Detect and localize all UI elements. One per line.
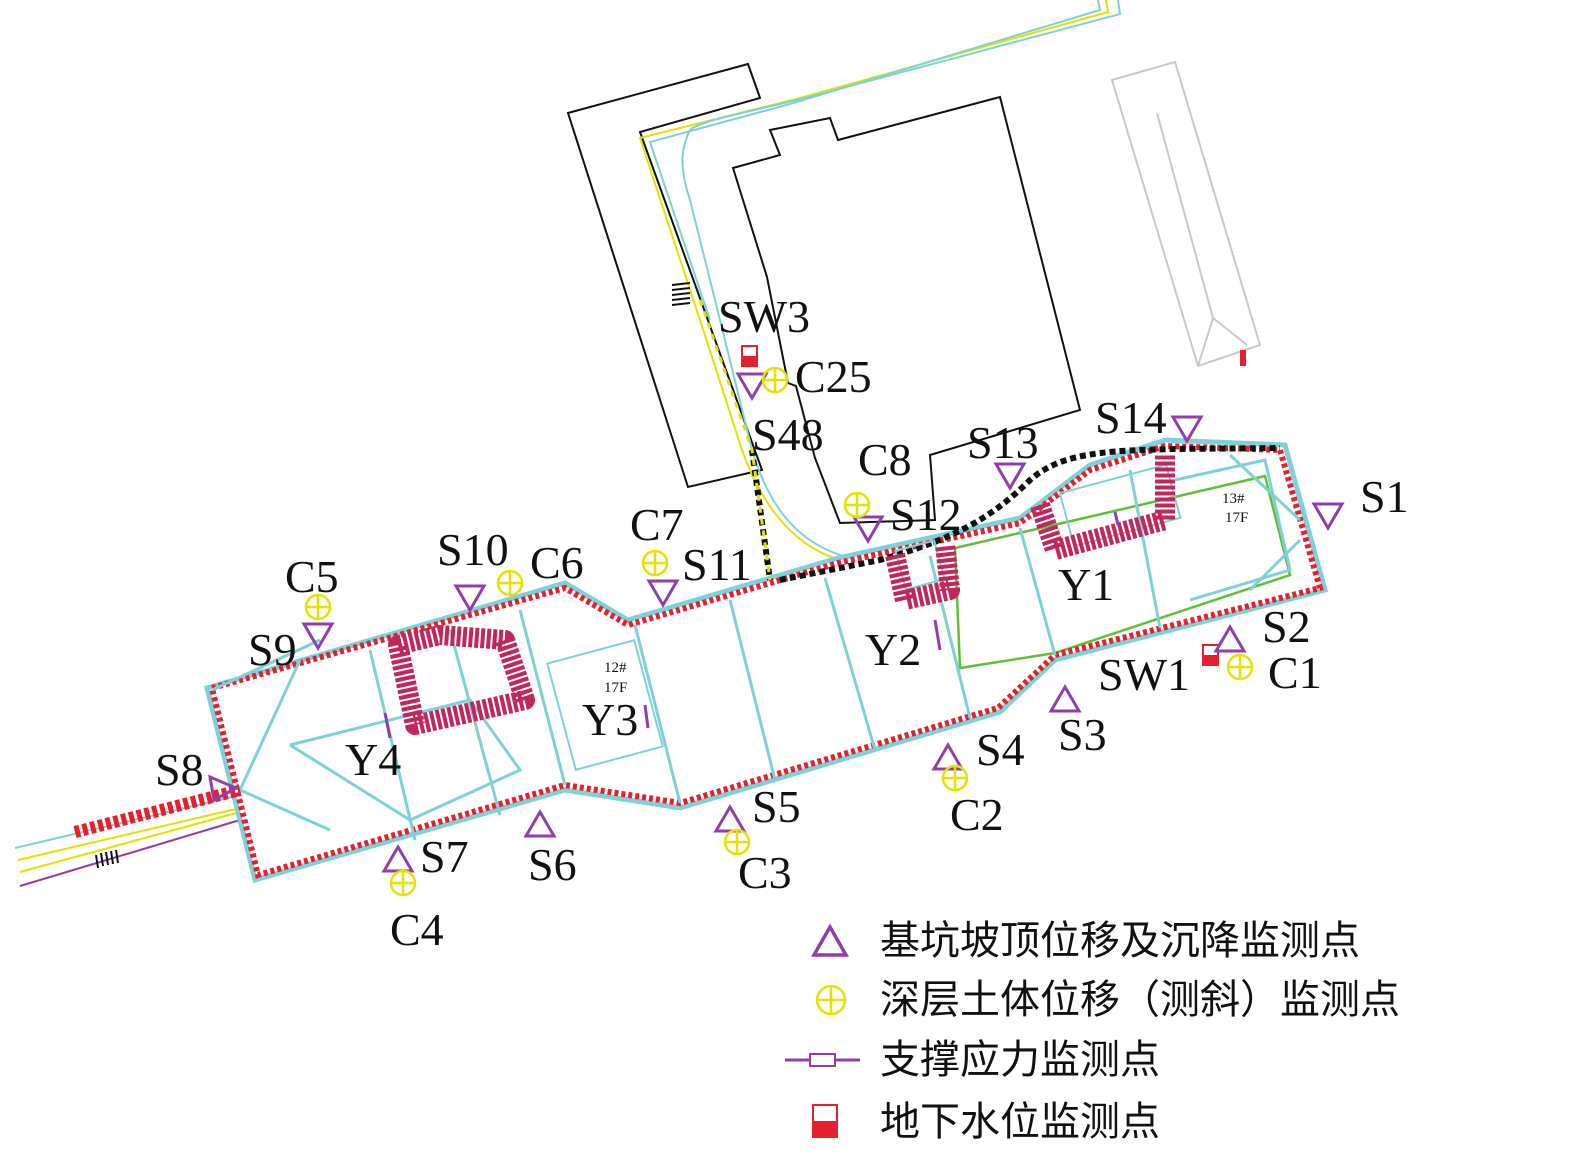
settlement-marker-s48 [736,372,768,400]
settlement-marker-s3 [1049,685,1081,713]
pile-group-y1 [1030,455,1175,560]
hatch-symbols [95,282,691,869]
access-road-north [638,0,1122,561]
settlement-marker-s12 [852,515,884,543]
settlement-marker-s7 [382,845,414,873]
label-y3: Y3 [582,694,638,745]
label-c6: C6 [530,537,584,588]
label-c25: C25 [795,351,872,402]
settlement-marker-s5 [714,805,746,833]
building-12-number: 12# [604,660,627,676]
inclinometer-marker-c8 [843,491,871,519]
label-c3: C3 [738,847,792,898]
building-13-floors: 17F [1225,510,1248,526]
legend-inclinometer-label: 深层土体位移（测斜）监测点 [880,977,1400,1023]
legend-settlement-icon [810,923,850,957]
label-s6: S6 [528,839,577,890]
settlement-marker-s11 [647,579,679,607]
label-sw1: SW1 [1098,649,1190,700]
building-notes: 13# 17F 12# 17F [604,491,1248,696]
legend-groundwater-icon [812,1104,838,1138]
settlement-marker-s2 [1214,625,1246,653]
retaining-wall [208,442,1324,879]
point-labels: S1 S2 S3 S4 S5 S6 S7 S8 S9 S10 S11 S12 S… [155,291,1409,955]
legend-strut-icon [785,1053,860,1067]
label-c5: C5 [285,551,339,602]
label-s4: S4 [976,724,1025,775]
label-s9: S9 [248,624,297,675]
label-sw3: SW3 [718,291,810,342]
label-s1: S1 [1360,471,1409,522]
building-12-floors: 17F [604,680,627,696]
pit-outline [203,437,1329,884]
label-s10: S10 [437,524,509,575]
legend-strut-label: 支撑应力监测点 [880,1037,1160,1083]
groundwater-marker-sw3 [741,345,758,367]
label-c1: C1 [1268,647,1322,698]
label-c2: C2 [950,789,1004,840]
inclinometer-marker-c25 [761,366,789,394]
groundwater-marker-sw1 [1202,644,1219,666]
legend-settlement-label: 基坑坡顶位移及沉降监测点 [880,918,1360,964]
label-c4: C4 [390,904,444,955]
settlement-markers [208,372,1344,873]
label-s5: S5 [752,781,801,832]
inclinometer-marker-c1 [1226,653,1254,681]
settlement-marker-s14 [1171,415,1203,443]
existing-buildings [566,62,1082,525]
label-c7: C7 [630,499,684,550]
foundation-pit [73,299,1329,884]
pile-groups [388,455,1175,735]
label-s12: S12 [890,489,962,540]
label-s14: S14 [1095,392,1167,443]
internal-struts [211,453,1302,841]
label-y2: Y2 [865,624,921,675]
label-y1: Y1 [1058,559,1114,610]
green-outline [953,474,1292,670]
building-central [731,95,1082,525]
inclinometer-marker-c7 [641,549,669,577]
strut-stress-markers [383,511,1120,739]
label-c8: C8 [858,434,912,485]
label-s3: S3 [1058,709,1107,760]
settlement-marker-s8 [208,774,240,803]
label-s48: S48 [752,409,824,460]
legend-groundwater-label: 地下水位监测点 [880,1099,1160,1145]
label-y4: Y4 [345,734,401,785]
diversion-strip [73,784,242,838]
legend: 基坑坡顶位移及沉降监测点 深层土体位移（测斜）监测点 支撑应力监测点 地下水位监… [785,918,1400,1145]
label-s11: S11 [682,539,752,590]
inclinometer-marker-c4 [389,869,417,897]
groundwater-markers [741,345,1219,666]
gray-building-northeast [1110,60,1262,368]
settlement-marker-s6 [524,810,556,838]
access-road-southwest [14,794,241,887]
label-s7: S7 [420,831,469,882]
dash-yellow-north [698,299,772,581]
settlement-marker-s1 [1312,502,1344,530]
label-s2: S2 [1262,601,1311,652]
pile-group-y2 [885,543,960,610]
legend-inclinometer-icon [815,984,847,1016]
label-s13: S13 [967,417,1039,468]
label-s8: S8 [155,744,204,795]
pile-group-y4 [388,625,535,735]
building-13-number: 13# [1222,491,1245,507]
inclinometer-marker-c2 [941,764,969,792]
building-west [566,62,764,489]
